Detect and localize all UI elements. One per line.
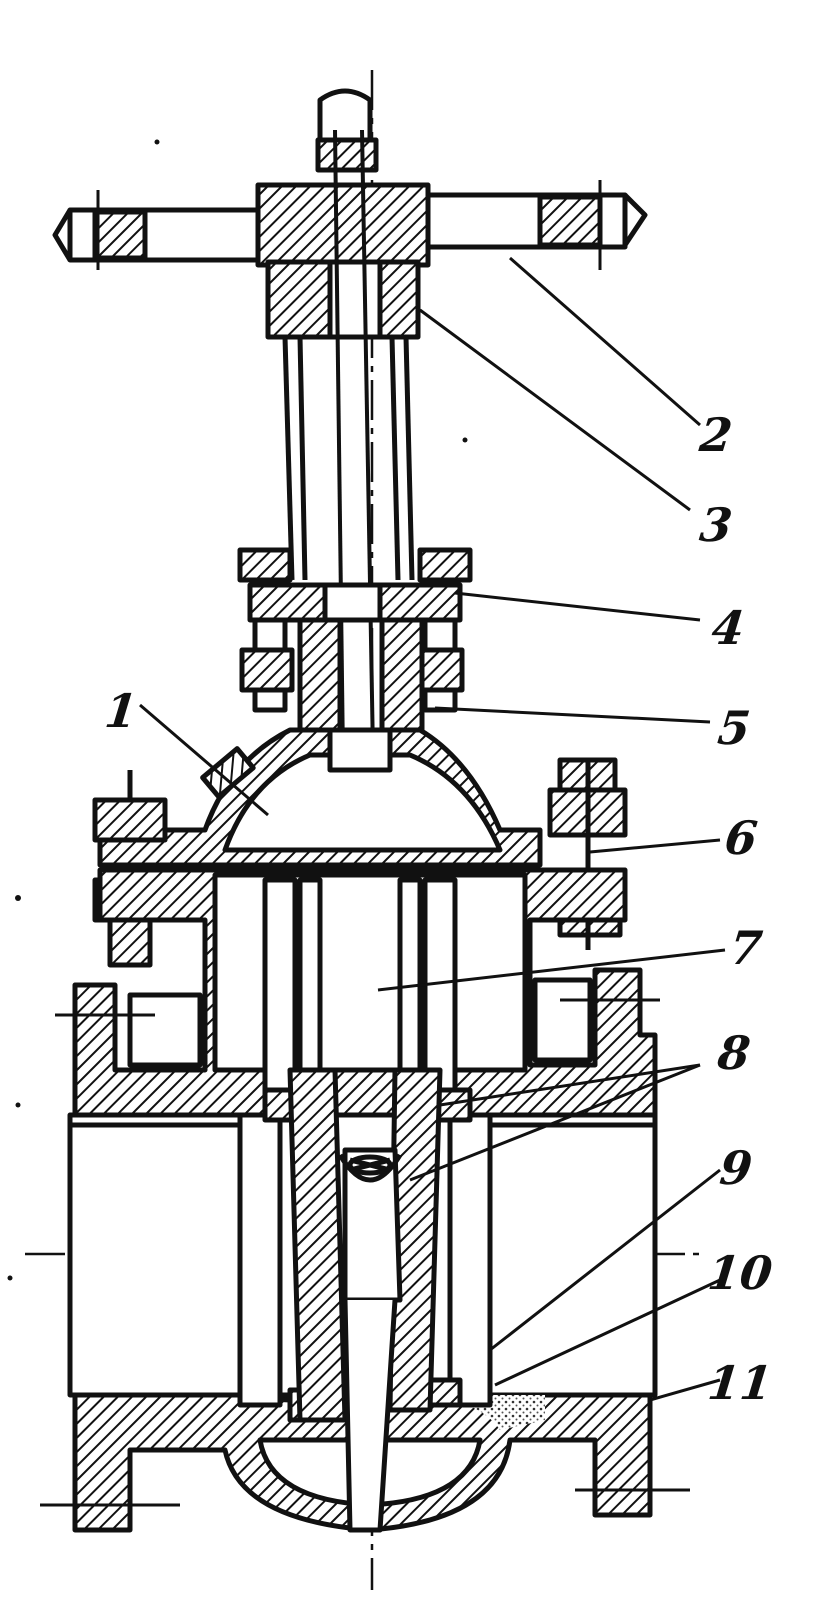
seat-rings	[237, 1087, 493, 1423]
leader-9	[489, 1168, 721, 1352]
bonnet	[97, 727, 543, 868]
callout-2: 2	[697, 408, 735, 462]
callout-10: 10	[705, 1246, 775, 1300]
leader-2	[509, 256, 701, 427]
callout-7: 7	[727, 921, 765, 975]
leader-8a	[439, 1063, 701, 1107]
gland-flange	[237, 547, 473, 713]
leader-7	[377, 948, 726, 992]
callout-6: 6	[722, 811, 760, 865]
leader-1	[139, 703, 269, 817]
leader-4	[454, 591, 701, 622]
callout-1: 1	[102, 684, 140, 738]
gate-wedges	[287, 1067, 443, 1533]
stem-top-cap	[315, 88, 379, 173]
leader-5	[434, 706, 711, 724]
stem-packing	[297, 617, 425, 733]
leader-3	[419, 308, 691, 512]
yoke-nut	[265, 259, 421, 340]
callout-5: 5	[715, 701, 753, 755]
leader-8b	[409, 1063, 701, 1182]
flange-bolts	[40, 998, 690, 1507]
callout-3: 3	[697, 498, 735, 552]
leader-11	[649, 1378, 721, 1402]
leader-10	[494, 1278, 721, 1387]
leader-6	[589, 838, 721, 854]
yoke	[282, 336, 415, 581]
handwheel	[52, 180, 648, 270]
callout-11: 11	[705, 1356, 775, 1410]
leader-lines	[139, 256, 726, 1402]
callout-9: 9	[717, 1141, 755, 1195]
callout-8: 8	[715, 1026, 753, 1080]
callout-4: 4	[709, 601, 747, 655]
stray-specks	[7, 139, 468, 1281]
